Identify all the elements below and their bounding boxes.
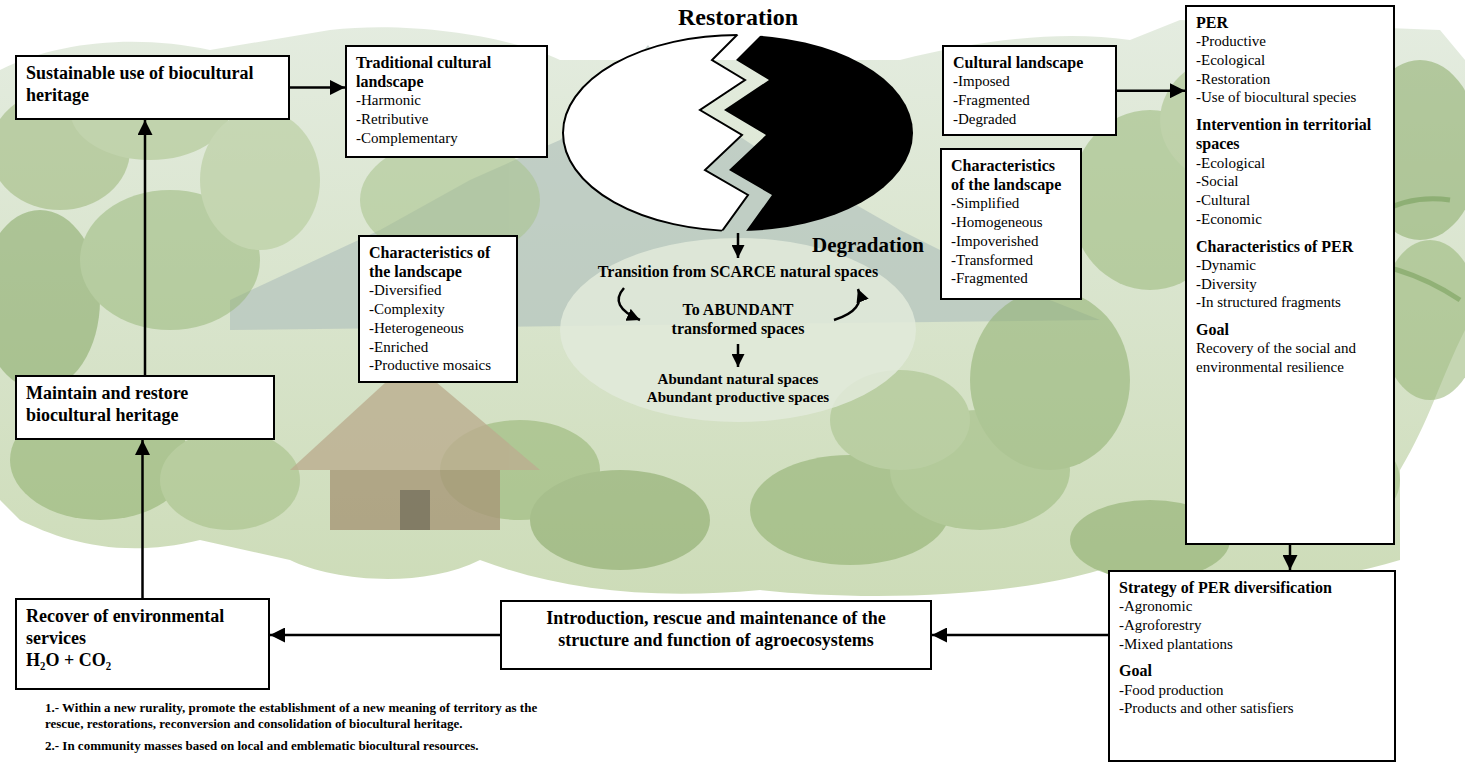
- list-item: -Mixed plantations: [1119, 635, 1385, 654]
- list-item: -Complementary: [356, 129, 537, 148]
- list-item: -Productive mosaics: [369, 356, 507, 375]
- box-heading: Strategy of PER diversification: [1119, 578, 1385, 597]
- flow-arrow: [1117, 89, 1185, 92]
- heritage-box: Sustainable use of biocultural heritage: [15, 55, 290, 120]
- list-item: -Diversity: [1196, 275, 1384, 294]
- flow-arrow: [932, 634, 1108, 637]
- list-item: -Products and other satisfiers: [1119, 699, 1385, 718]
- list-item: -Imposed: [953, 72, 1106, 91]
- characteristics-box: Characteristics of the landscape-Diversi…: [358, 235, 518, 383]
- box-heading: Goal: [1119, 661, 1385, 680]
- list-item: -In structured fragments: [1196, 293, 1384, 312]
- list-item: -Ecological: [1196, 51, 1384, 70]
- box-text: H₂O + CO₂: [26, 650, 259, 672]
- list-item: -Productive: [1196, 32, 1384, 51]
- list-item: -Transformed: [951, 251, 1071, 270]
- list-item: -Cultural: [1196, 191, 1384, 210]
- stage-heading: Restoration: [560, 3, 916, 32]
- list-item: -Economic: [1196, 210, 1384, 229]
- strategy-box: Strategy of PER diversification-Agronomi…: [1108, 570, 1396, 762]
- list-item: -Complexity: [369, 300, 507, 319]
- box-heading: Characteristics of the landscape: [369, 243, 507, 281]
- flow-note: Transition from SCARCE natural spaces: [583, 262, 893, 281]
- list-item: -Simplified: [951, 194, 1071, 213]
- flow-arrow: [141, 440, 144, 598]
- characteristics-box: Characteristics of the landscape-Simplif…: [940, 148, 1082, 300]
- box-heading: Intervention in territorial spaces: [1196, 115, 1384, 153]
- thatched-hut: [290, 360, 540, 530]
- split-circle: [563, 20, 913, 245]
- heritage-box: Maintain and restore biocultural heritag…: [15, 375, 275, 440]
- box-heading: Cultural landscape: [953, 53, 1106, 72]
- flow-arrow: [1289, 545, 1292, 570]
- landscape-box: Traditional cultural landscape-Harmonic-…: [345, 45, 548, 158]
- list-item: -Agronomic: [1119, 597, 1385, 616]
- list-item: -Harmonic: [356, 91, 537, 110]
- box-text: Maintain and restore biocultural heritag…: [26, 383, 264, 427]
- flow-arrow: [290, 86, 345, 89]
- list-item: -Restoration: [1196, 70, 1384, 89]
- box-heading: PER: [1196, 13, 1384, 32]
- services-box: Recover of environmental servicesH₂O + C…: [15, 598, 270, 690]
- flow-note: To ABUNDANT transformed spaces: [650, 300, 826, 338]
- flow-arrow: [270, 634, 500, 637]
- list-item: -Degraded: [953, 110, 1106, 129]
- box-heading: Characteristics of the landscape: [951, 156, 1071, 194]
- flow-note: Abundant natural spaces Abundant product…: [628, 370, 848, 406]
- stage-heading: Degradation: [812, 233, 942, 258]
- flow-arrow: [144, 120, 147, 375]
- list-item: -Impoverished: [951, 232, 1071, 251]
- list-item: -Fragmented: [953, 91, 1106, 110]
- list-item: -Food production: [1119, 681, 1385, 700]
- landscape-box: Cultural landscape-Imposed-Fragmented-De…: [942, 45, 1117, 136]
- footnote: 2.- In community masses based on local a…: [45, 738, 575, 754]
- light-patch: [560, 238, 916, 422]
- box-heading: Characteristics of PER: [1196, 237, 1384, 256]
- box-heading: Traditional cultural landscape: [356, 53, 537, 91]
- list-item: -Retributive: [356, 110, 537, 129]
- list-item: -Enriched: [369, 338, 507, 357]
- list-item: -Diversified: [369, 281, 507, 300]
- list-item: -Heterogeneous: [369, 319, 507, 338]
- agroecosystem-box: Introduction, rescue and maintenance of …: [500, 600, 932, 670]
- list-item: -Social: [1196, 172, 1384, 191]
- per-panel: PER-Productive-Ecological-Restoration-Us…: [1185, 5, 1395, 545]
- box-text: Sustainable use of biocultural heritage: [26, 63, 279, 107]
- box-text: Recovery of the social and environmental…: [1196, 339, 1384, 377]
- box-text: Introduction, rescue and maintenance of …: [511, 608, 921, 652]
- box-text: Recover of environmental services: [26, 606, 259, 650]
- list-item: -Agroforestry: [1119, 616, 1385, 635]
- list-item: -Homogeneous: [951, 213, 1071, 232]
- list-item: -Dynamic: [1196, 256, 1384, 275]
- list-item: -Ecological: [1196, 154, 1384, 173]
- box-heading: Goal: [1196, 320, 1384, 339]
- list-item: -Use of biocultural species: [1196, 88, 1384, 107]
- footnote: 1.- Within a new rurality, promote the e…: [45, 700, 575, 731]
- list-item: -Fragmented: [951, 269, 1071, 288]
